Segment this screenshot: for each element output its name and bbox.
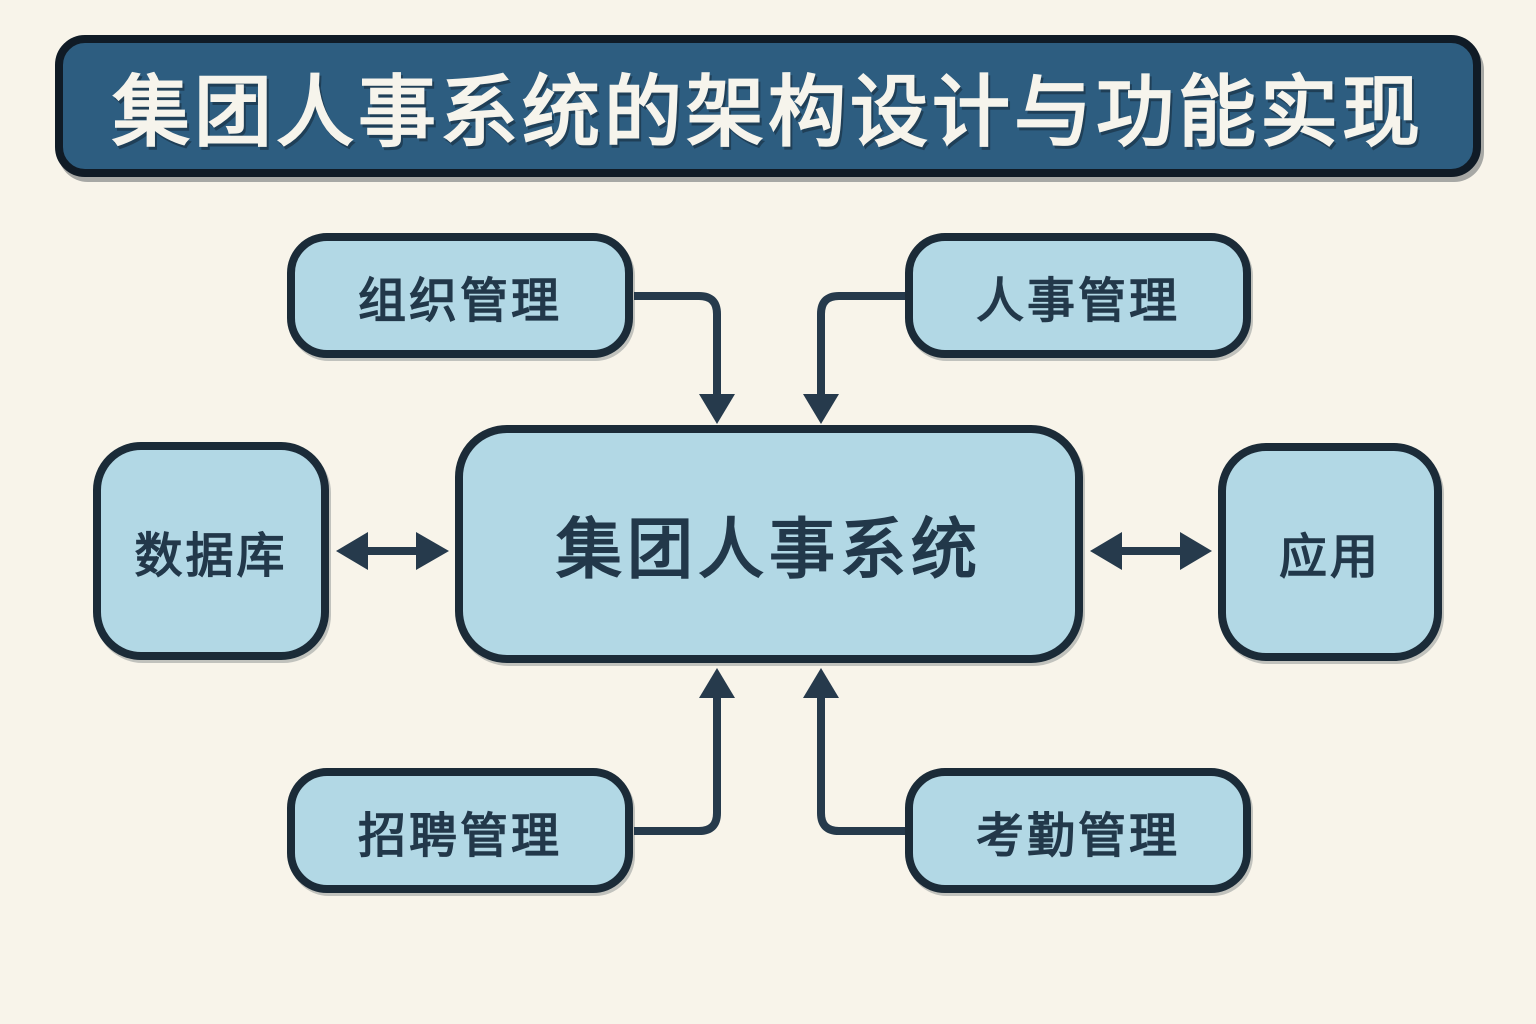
connector-recruitment-to-center-arrowhead (699, 668, 735, 698)
connector-organization-to-center-arrowhead (699, 394, 735, 424)
connector-center-application-arrowhead-left (1090, 532, 1122, 570)
node-application-label: 应用 (1278, 529, 1381, 585)
node-database-label: 数据库 (134, 528, 288, 584)
connector-attendance-to-center-line (817, 696, 906, 835)
node-personnel-management-label: 人事管理 (975, 272, 1180, 329)
connector-center-application-arrowhead-right (1180, 532, 1212, 570)
node-application: 应用 (1218, 443, 1442, 661)
connector-database-center-arrowhead-right (416, 532, 449, 570)
connector-database-center-arrowhead-left (336, 532, 368, 570)
connector-organization-to-center-line (634, 292, 721, 396)
connector-attendance-to-center-arrowhead (803, 668, 839, 698)
page-title: 集团人事系统的架构设计与功能实现 (111, 68, 1424, 158)
connector-personnel-to-center-line (817, 292, 906, 396)
node-group-hr-system: 集团人事系统 (455, 425, 1083, 663)
node-attendance-management: 考勤管理 (905, 768, 1251, 893)
connector-recruitment-to-center-line (634, 696, 721, 835)
node-attendance-management-label: 考勤管理 (975, 807, 1180, 864)
node-organization-management-label: 组织管理 (357, 272, 562, 329)
node-recruitment-management-label: 招聘管理 (357, 807, 562, 864)
title-banner: 集团人事系统的架构设计与功能实现 (55, 35, 1481, 177)
node-personnel-management: 人事管理 (905, 233, 1251, 358)
node-group-hr-system-label: 集团人事系统 (556, 511, 982, 588)
node-database: 数据库 (93, 442, 329, 660)
connector-personnel-to-center-arrowhead (803, 394, 839, 424)
node-organization-management: 组织管理 (287, 233, 633, 358)
node-recruitment-management: 招聘管理 (287, 768, 633, 893)
